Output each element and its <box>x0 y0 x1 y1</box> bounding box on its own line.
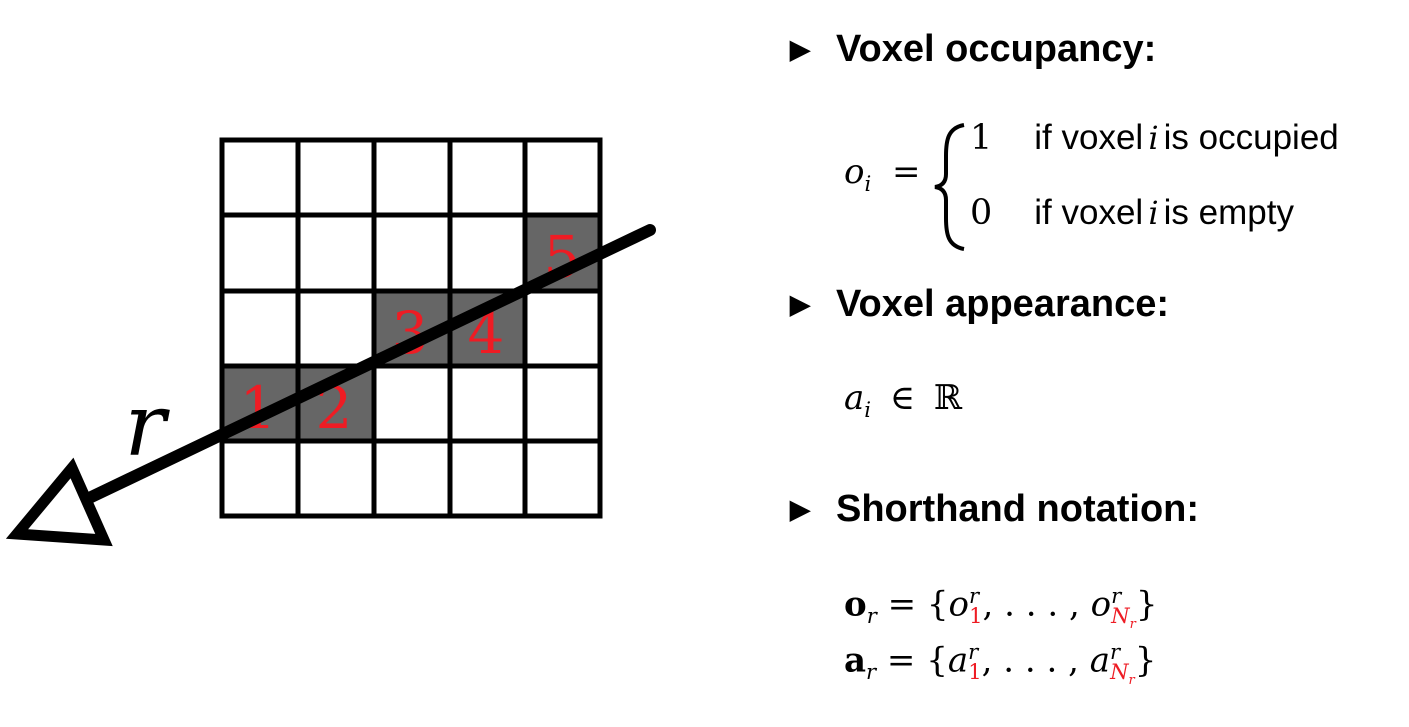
section-title: Voxel occupancy: <box>836 28 1157 70</box>
voxel-grid <box>219 137 603 519</box>
section-appearance: ▶ Voxel appearance: <box>790 283 1169 326</box>
brace-icon <box>934 123 965 251</box>
section-title: Voxel appearance: <box>836 283 1170 325</box>
section-occupancy: ▶ Voxel occupancy: <box>790 28 1156 71</box>
section-shorthand: ▶ Shorthand notation: <box>790 488 1199 531</box>
ray-label: r <box>124 376 170 476</box>
shorthand-o: or = {or1, . . . , orNr} <box>844 583 1158 633</box>
section-title: Shorthand notation: <box>836 488 1200 530</box>
bullet-arrow-icon: ▶ <box>790 494 810 524</box>
occupancy-lhs: oi = <box>844 152 921 196</box>
ray-line <box>79 224 656 506</box>
shorthand-a: ar = {ar1, . . . , arNr} <box>844 639 1157 689</box>
bullet-arrow-icon: ▶ <box>790 34 810 64</box>
appearance-formula: ai ∈ ℝ <box>844 378 963 422</box>
ray-arrowhead-icon <box>5 457 113 547</box>
bullet-arrow-icon: ▶ <box>790 289 810 319</box>
voxel-ray-diagram: 1 2 3 4 5 r <box>5 137 656 547</box>
